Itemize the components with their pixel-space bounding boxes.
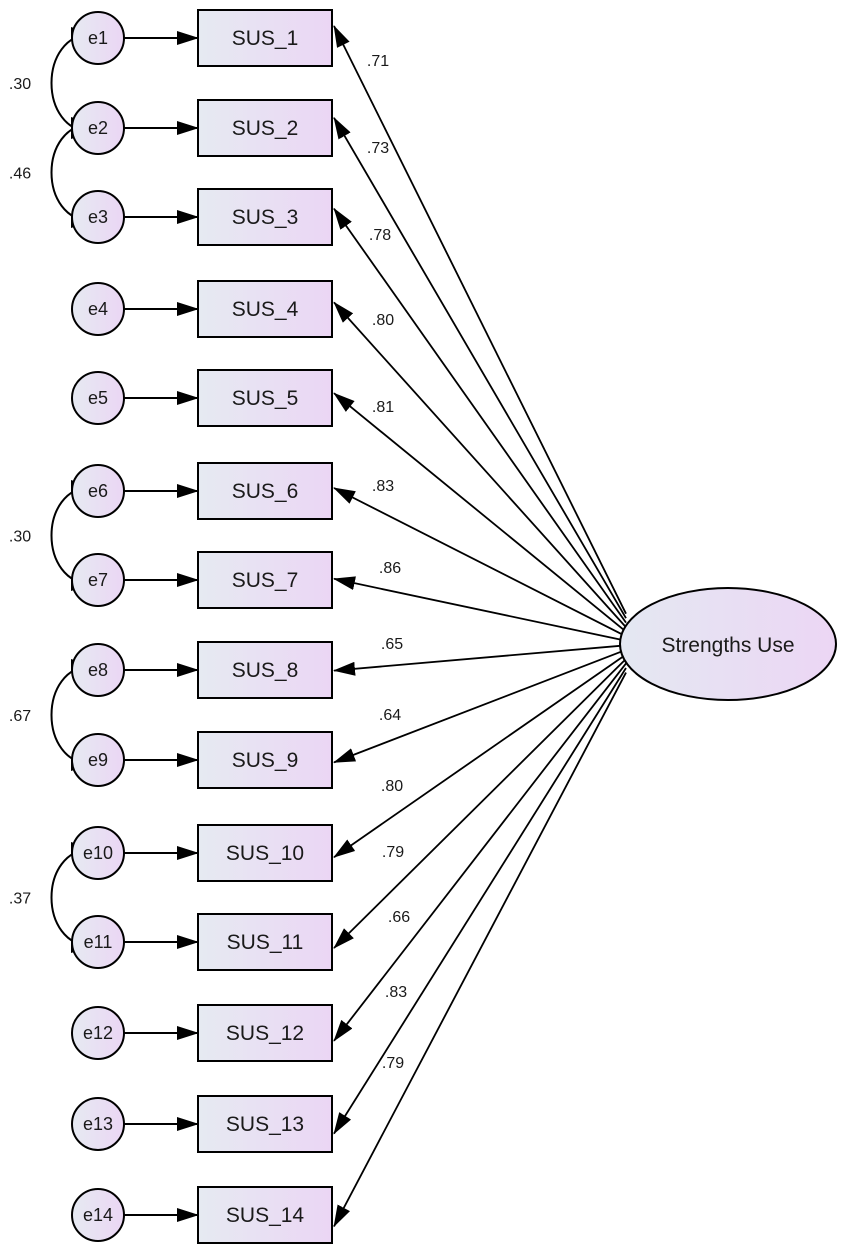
error-label: e13 — [83, 1114, 113, 1134]
indicator-box-SUS_8 — [197, 641, 333, 699]
loading-path-SUS_13 — [333, 667, 627, 1135]
error-label: e3 — [88, 207, 108, 227]
loading-value: .83 — [385, 984, 407, 1001]
loading-value: .66 — [388, 909, 410, 926]
indicator-box-SUS_13 — [197, 1095, 333, 1153]
indicator-box-SUS_7 — [197, 551, 333, 609]
error-node-e8 — [71, 643, 125, 697]
covariance-value: .37 — [9, 891, 31, 908]
latent-factor-label: Strengths Use — [661, 634, 794, 657]
indicator-label: SUS_3 — [232, 206, 299, 229]
covariance-value: .30 — [9, 76, 31, 93]
indicator-box-SUS_5 — [197, 369, 333, 427]
error-label: e6 — [88, 481, 108, 501]
covariance-value: .46 — [9, 166, 31, 183]
loading-value: .81 — [372, 399, 394, 416]
error-label: e1 — [88, 28, 108, 48]
loading-path-SUS_8 — [333, 644, 627, 676]
indicator-box-SUS_9 — [197, 731, 333, 789]
indicator-label: SUS_2 — [232, 117, 299, 140]
indicator-box-SUS_2 — [197, 99, 333, 157]
loading-value: .79 — [382, 1055, 404, 1072]
loading-path-SUS_7 — [333, 576, 627, 642]
latent-factor-ellipse — [619, 587, 837, 701]
loading-path-SUS_14 — [333, 672, 627, 1228]
error-label: e7 — [88, 570, 108, 590]
indicator-label: SUS_13 — [226, 1113, 304, 1136]
error-label: e12 — [83, 1023, 113, 1043]
error-node-e1 — [71, 11, 125, 65]
error-label: e5 — [88, 388, 108, 408]
loading-path-SUS_1 — [333, 25, 627, 615]
error-node-e3 — [71, 190, 125, 244]
error-node-e10 — [71, 826, 125, 880]
loading-value: .78 — [369, 227, 391, 244]
loading-path-SUS_5 — [333, 392, 627, 633]
error-node-e9 — [71, 733, 125, 787]
indicator-box-SUS_14 — [197, 1186, 333, 1244]
loading-path-SUS_3 — [333, 207, 627, 624]
indicator-label: SUS_11 — [227, 931, 304, 954]
indicator-label: SUS_4 — [232, 298, 299, 321]
indicator-label: SUS_9 — [232, 749, 299, 772]
indicator-label: SUS_5 — [232, 387, 299, 410]
indicator-box-SUS_1 — [197, 9, 333, 67]
loading-value: .79 — [382, 844, 404, 861]
error-label: e9 — [88, 750, 108, 770]
indicator-box-SUS_10 — [197, 824, 333, 882]
indicator-label: SUS_8 — [232, 659, 299, 682]
loading-value: .71 — [367, 53, 389, 70]
error-node-e13 — [71, 1097, 125, 1151]
error-node-e6 — [71, 464, 125, 518]
error-label: e11 — [84, 932, 113, 952]
indicator-box-SUS_12 — [197, 1004, 333, 1062]
indicator-label: SUS_7 — [232, 569, 299, 592]
indicator-label: SUS_10 — [226, 842, 304, 865]
covariance-value: .30 — [9, 529, 31, 546]
error-label: e4 — [88, 299, 108, 319]
indicator-label: SUS_12 — [226, 1022, 304, 1045]
error-node-e11 — [71, 915, 125, 969]
loading-value: .86 — [379, 560, 401, 577]
loading-path-SUS_11 — [333, 658, 627, 949]
error-node-e7 — [71, 553, 125, 607]
error-node-e5 — [71, 371, 125, 425]
indicator-box-SUS_4 — [197, 280, 333, 338]
error-node-e14 — [71, 1188, 125, 1242]
loading-path-SUS_10 — [333, 653, 627, 858]
error-label: e8 — [88, 660, 108, 680]
loading-value: .80 — [381, 778, 403, 795]
loading-path-SUS_12 — [333, 662, 627, 1042]
error-label: e10 — [83, 843, 113, 863]
indicator-box-SUS_11 — [197, 913, 333, 971]
indicator-box-SUS_3 — [197, 188, 333, 246]
indicator-label: SUS_6 — [232, 480, 299, 503]
indicator-label: SUS_1 — [232, 27, 299, 50]
indicator-box-SUS_6 — [197, 462, 333, 520]
error-node-e2 — [71, 101, 125, 155]
loading-value: .83 — [372, 478, 394, 495]
error-node-e4 — [71, 282, 125, 336]
loading-value: .73 — [367, 140, 389, 157]
loading-path-SUS_2 — [333, 116, 627, 619]
loading-value: .65 — [381, 636, 403, 653]
loading-path-SUS_6 — [333, 487, 627, 638]
indicator-label: SUS_14 — [226, 1204, 305, 1227]
loading-path-SUS_4 — [333, 301, 627, 628]
loading-value: .80 — [372, 312, 394, 329]
loading-path-SUS_9 — [333, 648, 627, 764]
error-label: e2 — [88, 118, 108, 138]
covariance-value: .67 — [9, 708, 31, 725]
error-label: e14 — [83, 1205, 113, 1225]
loading-value: .64 — [379, 707, 401, 724]
error-node-e12 — [71, 1006, 125, 1060]
